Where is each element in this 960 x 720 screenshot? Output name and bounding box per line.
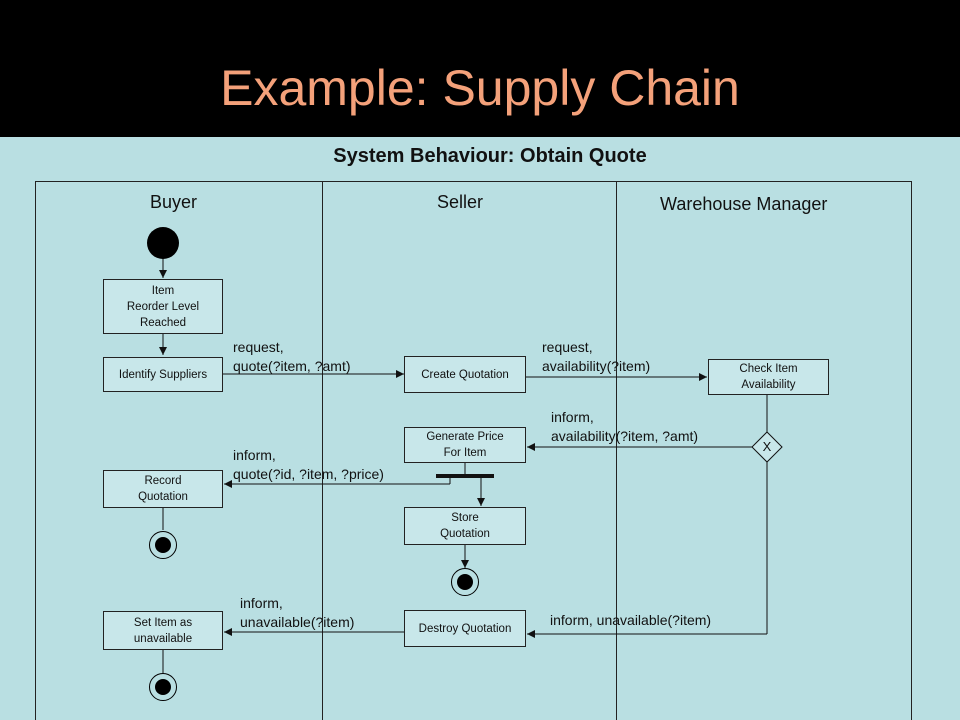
- final-node-set-unavailable: [149, 673, 177, 701]
- node-store-quotation: Store Quotation: [404, 507, 526, 545]
- node-destroy-quotation: Destroy Quotation: [404, 610, 526, 647]
- lane-header-warehouse-manager: Warehouse Manager: [660, 194, 828, 214]
- message-inform-unavailable-seller: inform, unavailable(?item): [240, 595, 355, 630]
- message-inform-unavailable-warehouse: inform, unavailable(?item): [550, 612, 712, 628]
- slide-title: Example: Supply Chain: [220, 60, 740, 116]
- node-create-quotation: Create Quotation: [404, 356, 526, 393]
- message-inform-quote: inform, quote(?id, ?item, ?price): [233, 447, 384, 482]
- node-generate-price: Generate Price For Item: [404, 427, 526, 463]
- node-set-item-unavailable: Set Item as unavailable: [103, 611, 223, 650]
- lane-divider-buyer-seller: [322, 181, 323, 720]
- lane-header-seller: Seller: [437, 192, 484, 212]
- node-check-item-availability: Check Item Availability: [708, 359, 829, 395]
- final-node-store: [451, 568, 479, 596]
- message-request-quote: request, quote(?item, ?amt): [233, 339, 351, 374]
- final-node-dot: [155, 679, 171, 695]
- message-request-availability: request, availability(?item): [542, 339, 651, 374]
- node-record-quotation: Record Quotation: [103, 470, 223, 508]
- swimlane-frame: [35, 181, 912, 720]
- initial-node: [147, 227, 179, 259]
- final-node-record: [149, 531, 177, 559]
- decision-label: X: [762, 439, 772, 454]
- lane-header-buyer: Buyer: [150, 192, 198, 212]
- diagram-title: System Behaviour: Obtain Quote: [333, 145, 647, 167]
- final-node-dot: [155, 537, 171, 553]
- lane-divider-seller-warehouse: [616, 181, 617, 720]
- title-bar: [0, 0, 960, 137]
- message-inform-availability: inform, availability(?item, ?amt): [551, 409, 699, 444]
- node-identify-suppliers: Identify Suppliers: [103, 357, 223, 392]
- final-node-dot: [457, 574, 473, 590]
- node-item-reorder-level-reached: Item Reorder Level Reached: [103, 279, 223, 334]
